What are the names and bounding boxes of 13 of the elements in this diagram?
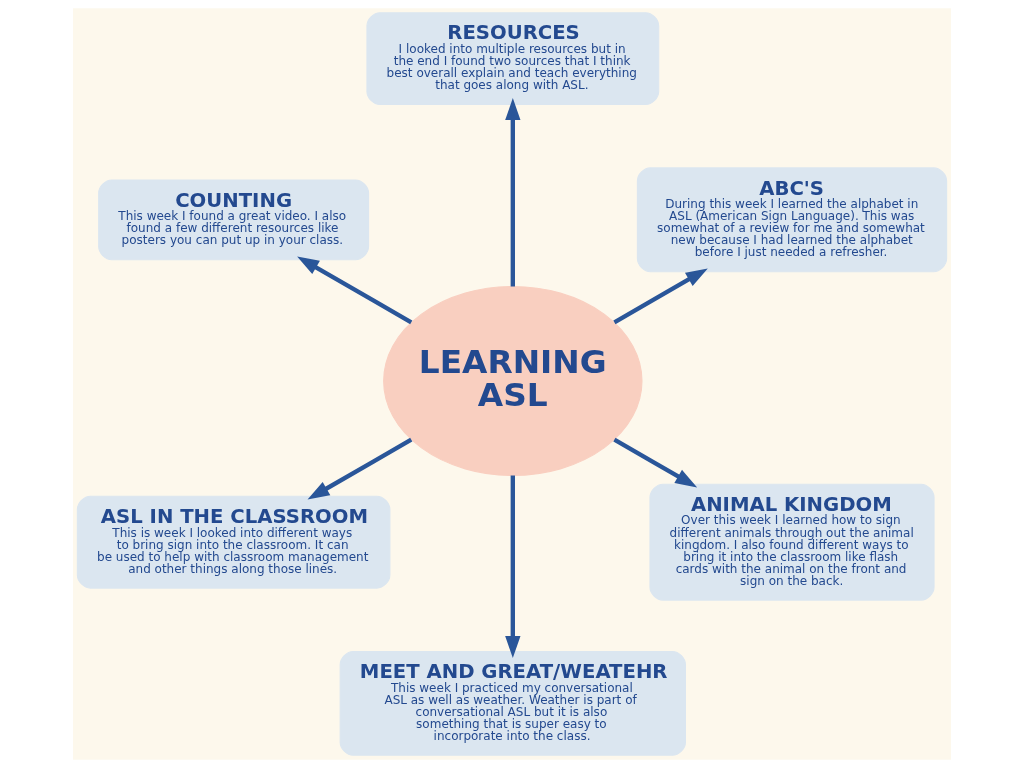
arrow — [307, 437, 413, 500]
node-ellipse: LEARNING ASL — [383, 285, 643, 477]
arrow — [505, 98, 521, 287]
node-box: COUNTING This week I found a great video. I also found a few different resources like posters you can put up in your class. — [98, 179, 370, 261]
node-box: MEET AND GREAT/WEATEHR This week I practiced my conversational ASL as well as weather. Weather is part of conversational ASL but it is also something that is super easy to incorporate into the class. — [339, 650, 686, 756]
arrow — [613, 268, 708, 325]
node-box: ABC'S During this week I learned the alphabet in ASL (American Sign Language). This was somewhat of a review for me and somewhat new because I had learned the alphabet before I just needed a refresher. — [636, 167, 948, 273]
arrow — [297, 256, 413, 325]
node-box: ANIMAL KINGDOM Over this week I learned how to sign different animals through out the animal kingdom. I also found different ways to bring it into the classroom like flash cards with the animal on the front and sign on the back. — [649, 483, 935, 601]
node-box: RESOURCES I looked into multiple resources but in the end I found two sources that I think best overall explain and teach everything that goes along with ASL. — [366, 12, 660, 106]
arrow — [505, 475, 521, 659]
arrow — [613, 437, 698, 488]
node-box: ASL IN THE CLASSROOM This is week I looked into different ways to bring sign into the classroom. It can be used to help with classroom management and other things along those lines. — [76, 495, 391, 589]
